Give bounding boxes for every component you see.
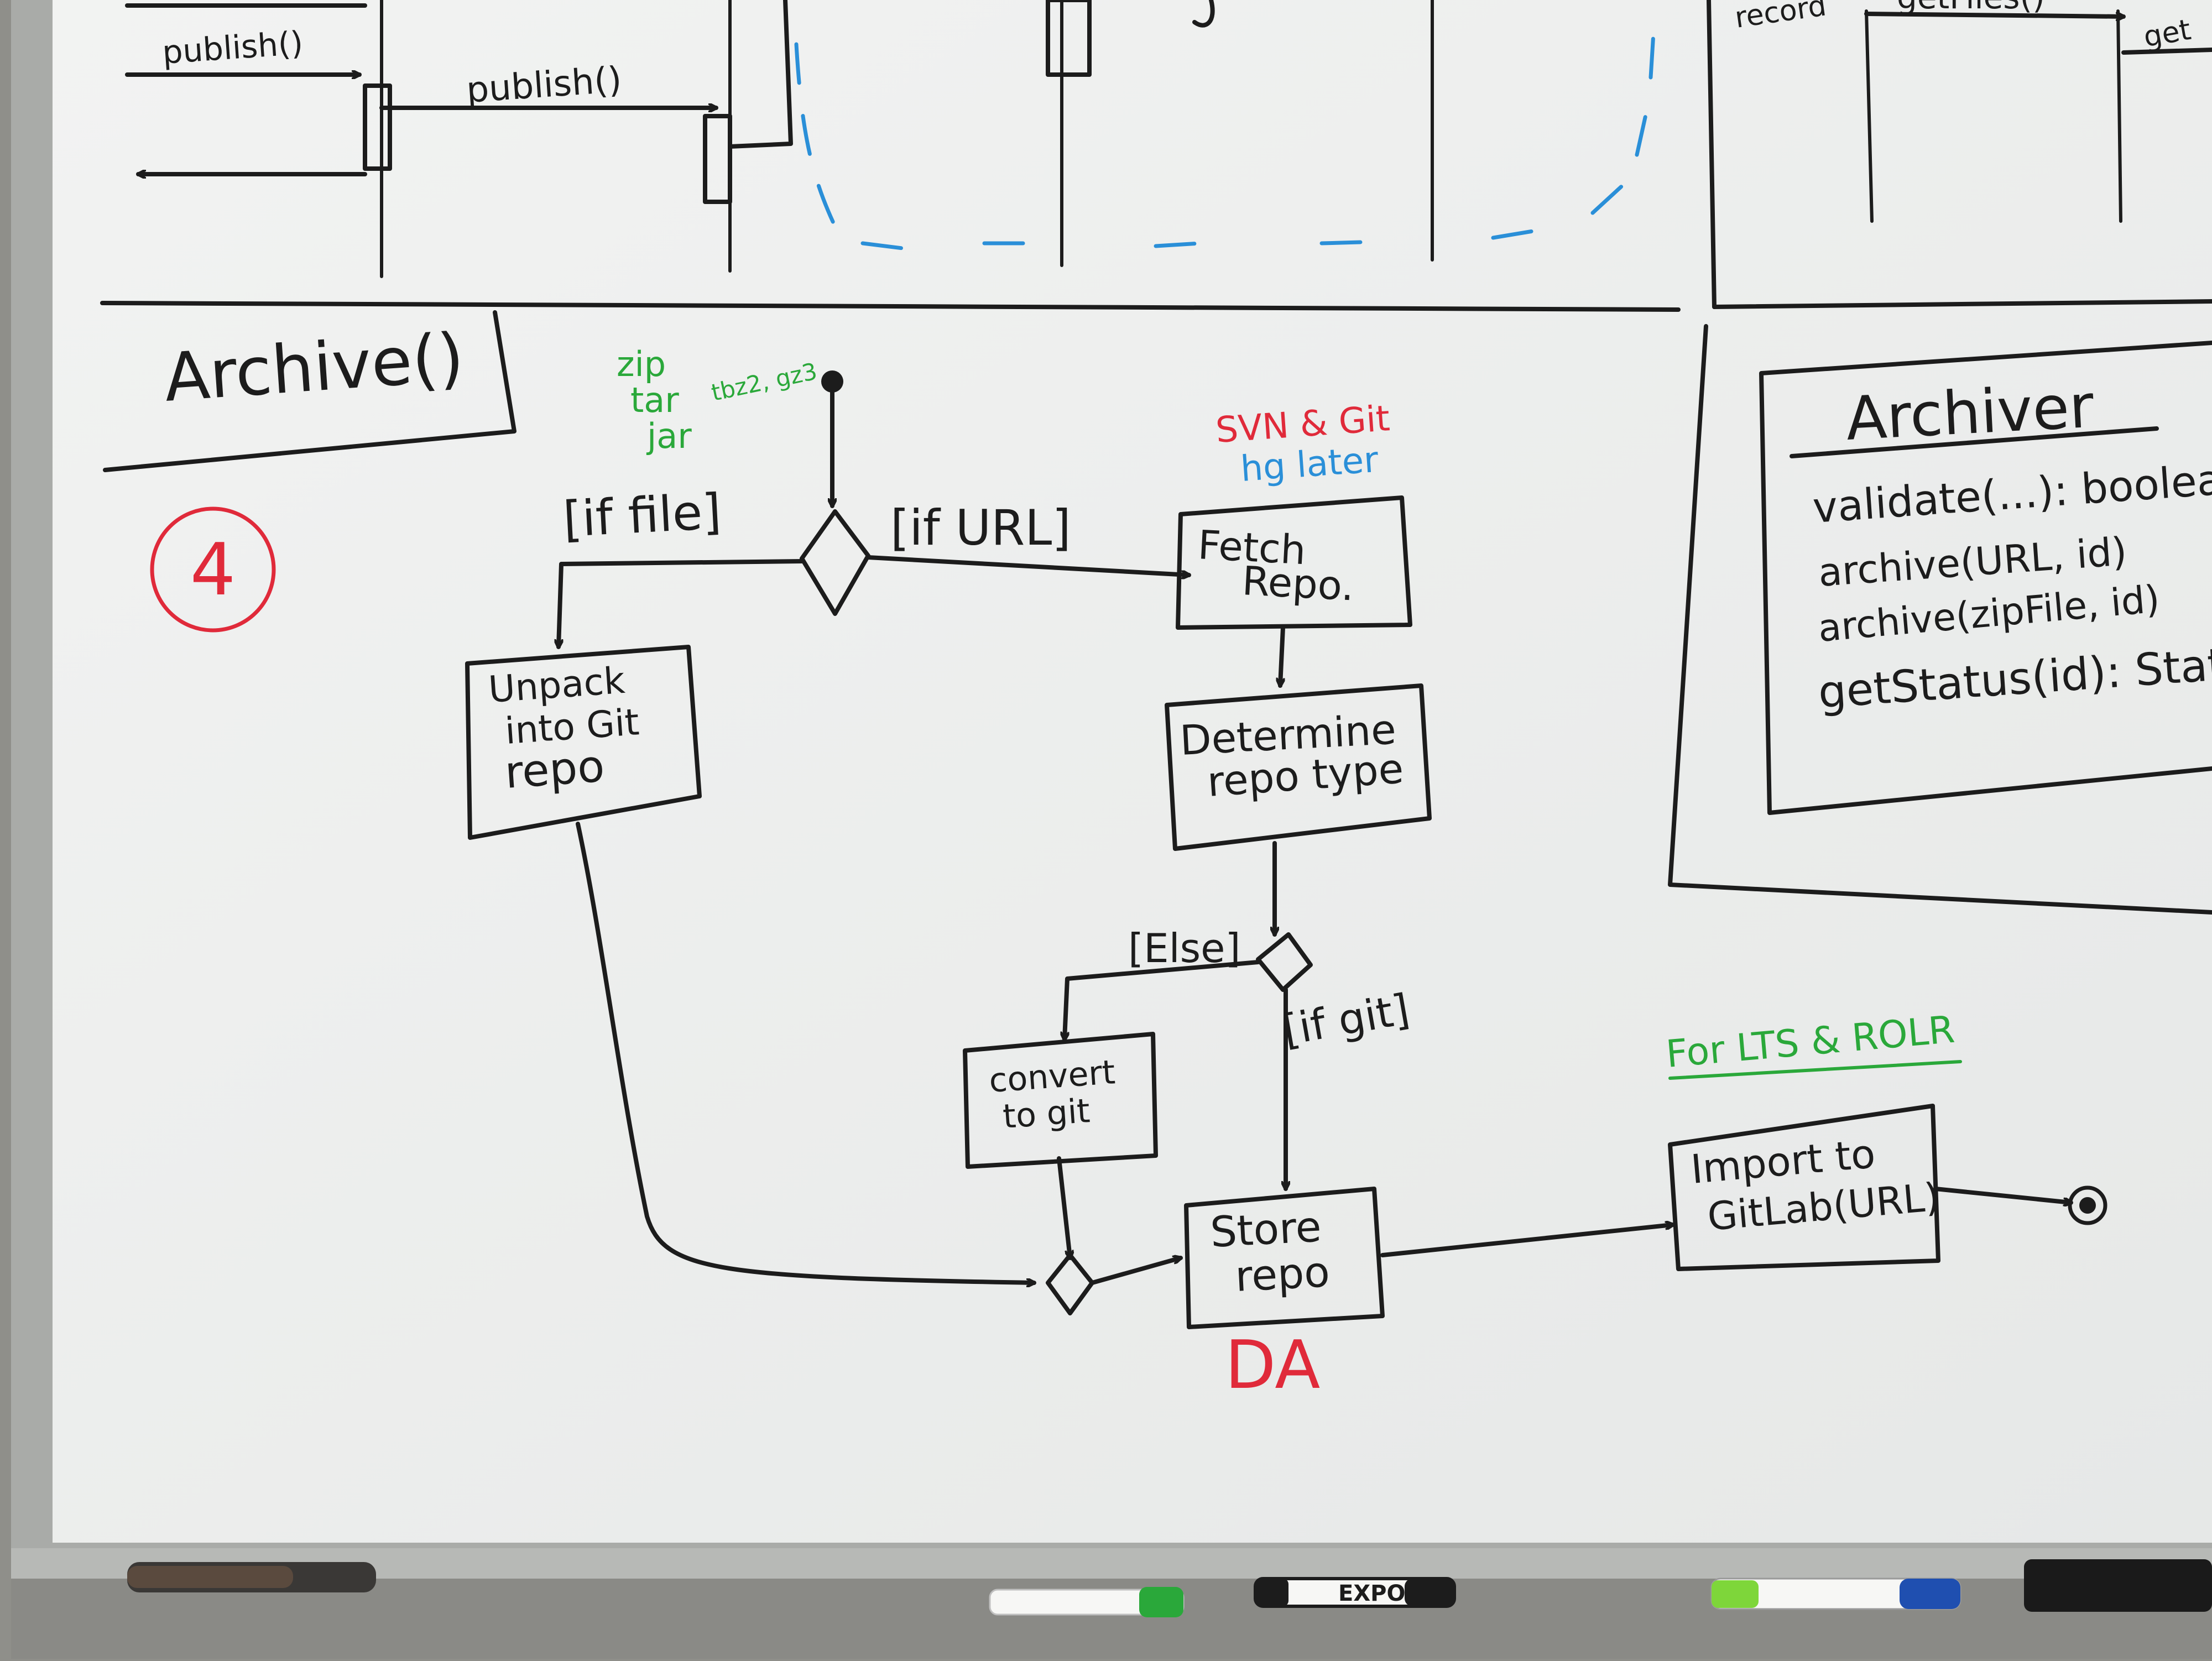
unpack-line-2: into Git [504,701,641,753]
markers: EXPO [127,1559,2212,1617]
convert-line-1: convert [988,1053,1117,1100]
activity-diagram: Archive() 4 zip tar jar tbz2, gz3 [if fi… [103,310,2107,1404]
decision-repo-type [1256,932,1313,992]
class-name: Archiver [1844,372,2096,454]
action-unpack [465,645,702,840]
flow-convert-merge [1057,1156,1070,1260]
flow-unpack-merge [576,822,1036,1283]
guard-else: [Else] [1128,925,1240,971]
store-line-2: repo [1234,1247,1331,1301]
action-import-gitlab [1668,1104,1940,1271]
lts-underline [1668,1060,1962,1080]
flow-else [1065,960,1260,1042]
step-number: 4 [190,527,236,612]
guard-if-url: [if URL] [890,499,1071,556]
format-jar: jar [646,416,692,456]
class-name-divider [1790,426,2159,458]
get-files-label: getFiles() [1897,0,2045,16]
fetch-repo-line-1: Fetch [1197,521,1307,573]
unpack-line-1: Unpack [487,659,627,711]
class-box [1759,341,2212,815]
action-determine-repo-type [1165,683,1432,851]
determine-line-1: Determine [1178,706,1397,765]
final-node [2068,1185,2107,1225]
final-node-core [2079,1197,2096,1214]
flow-fetch-determine [1280,625,1285,688]
unpack-line-3: repo [503,740,606,798]
merge-node [1046,1253,1094,1315]
action-convert-to-git [963,1032,1158,1169]
top-sequence-sketch: publish() publish() record getFiles() ge… [125,0,2212,309]
decision-file-or-url [800,509,870,616]
marker-tray [11,1548,2212,1581]
initial-node [821,370,843,393]
action-fetch-repo [1176,495,1412,630]
store-note-da: DA [1225,1327,1320,1404]
flow-merge-store [1090,1258,1181,1285]
section-divider [100,301,1681,312]
convert-line-2: to git [1001,1091,1091,1136]
board-surface [53,0,2212,1543]
get-partial-label: get [2141,13,2194,54]
store-line-1: Store [1209,1202,1322,1257]
expo-logo: EXPO [1338,1581,1405,1606]
action-store-repo [1184,1187,1385,1329]
flow-if-file [559,559,804,649]
flow-if-url [866,555,1191,575]
eraser [2024,1559,2212,1612]
hg-note: hg later [1239,440,1380,490]
flow-import-final [1933,1187,2073,1203]
format-tar: tar [630,380,679,420]
title-frame [103,310,517,472]
fetch-repo-line-2: Repo. [1241,557,1355,609]
class-panel-frame [1668,324,2212,915]
step-circle [150,506,276,633]
format-zip: zip [617,344,666,384]
flow-store-import [1380,1225,1675,1257]
guard-if-file: [if file] [562,483,723,548]
